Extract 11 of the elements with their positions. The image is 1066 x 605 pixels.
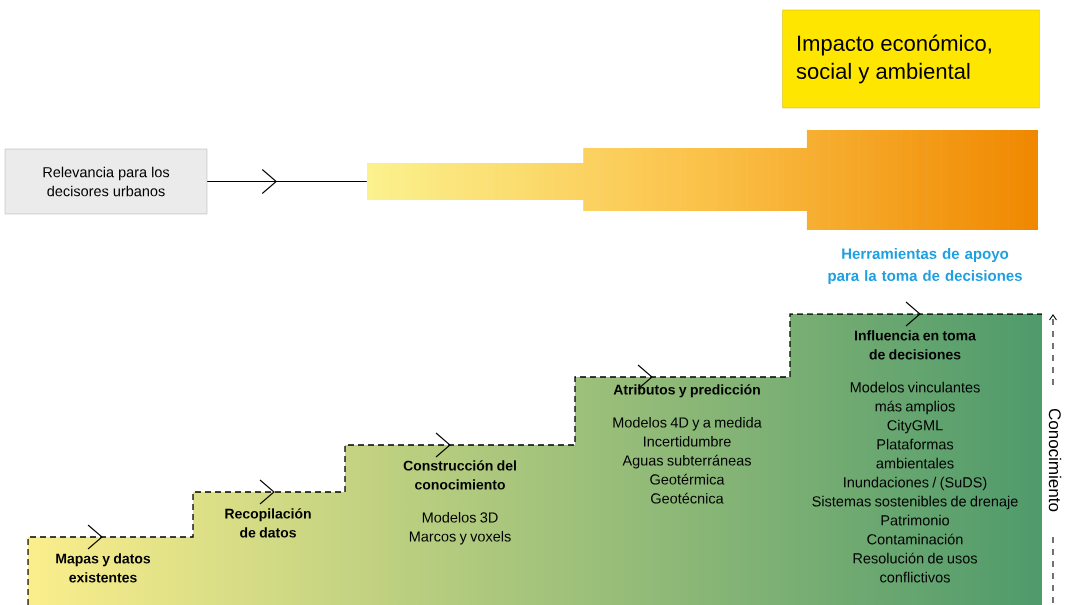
step-text: Atributos y predicción Modelos 4D y a medida Incertidumbre Aguas subterráneas Geotérmica Geotécnica — [613, 384, 762, 504]
step-text: Recopilación de datos — [225, 508, 311, 538]
heading-text: Herramientas de apoyo para la toma de decisiones — [828, 248, 1022, 284]
step-text: Construcción del conocimiento Modelos 3D Marcos y voxels — [403, 460, 516, 545]
stepped-band — [367, 130, 1038, 230]
arrow — [206, 168, 368, 195]
axis-label: Conocimiento — [1048, 408, 1062, 512]
step-text: Mapas y datos existentes — [56, 553, 151, 583]
highlight-box: Impacto económico, social y ambiental — [782, 9, 1040, 109]
text-box: Relevancia para los decisores urbanos — [4, 148, 208, 215]
step-text: Influencia en toma de decisiones Modelos vinculantes más amplios CityGML Plataformas ambientales Inundaciones / (SuDS) Sistemas sostenibles de drenaje Patrimonio Contaminación Resolución de usos conflictivos — [812, 330, 1018, 583]
